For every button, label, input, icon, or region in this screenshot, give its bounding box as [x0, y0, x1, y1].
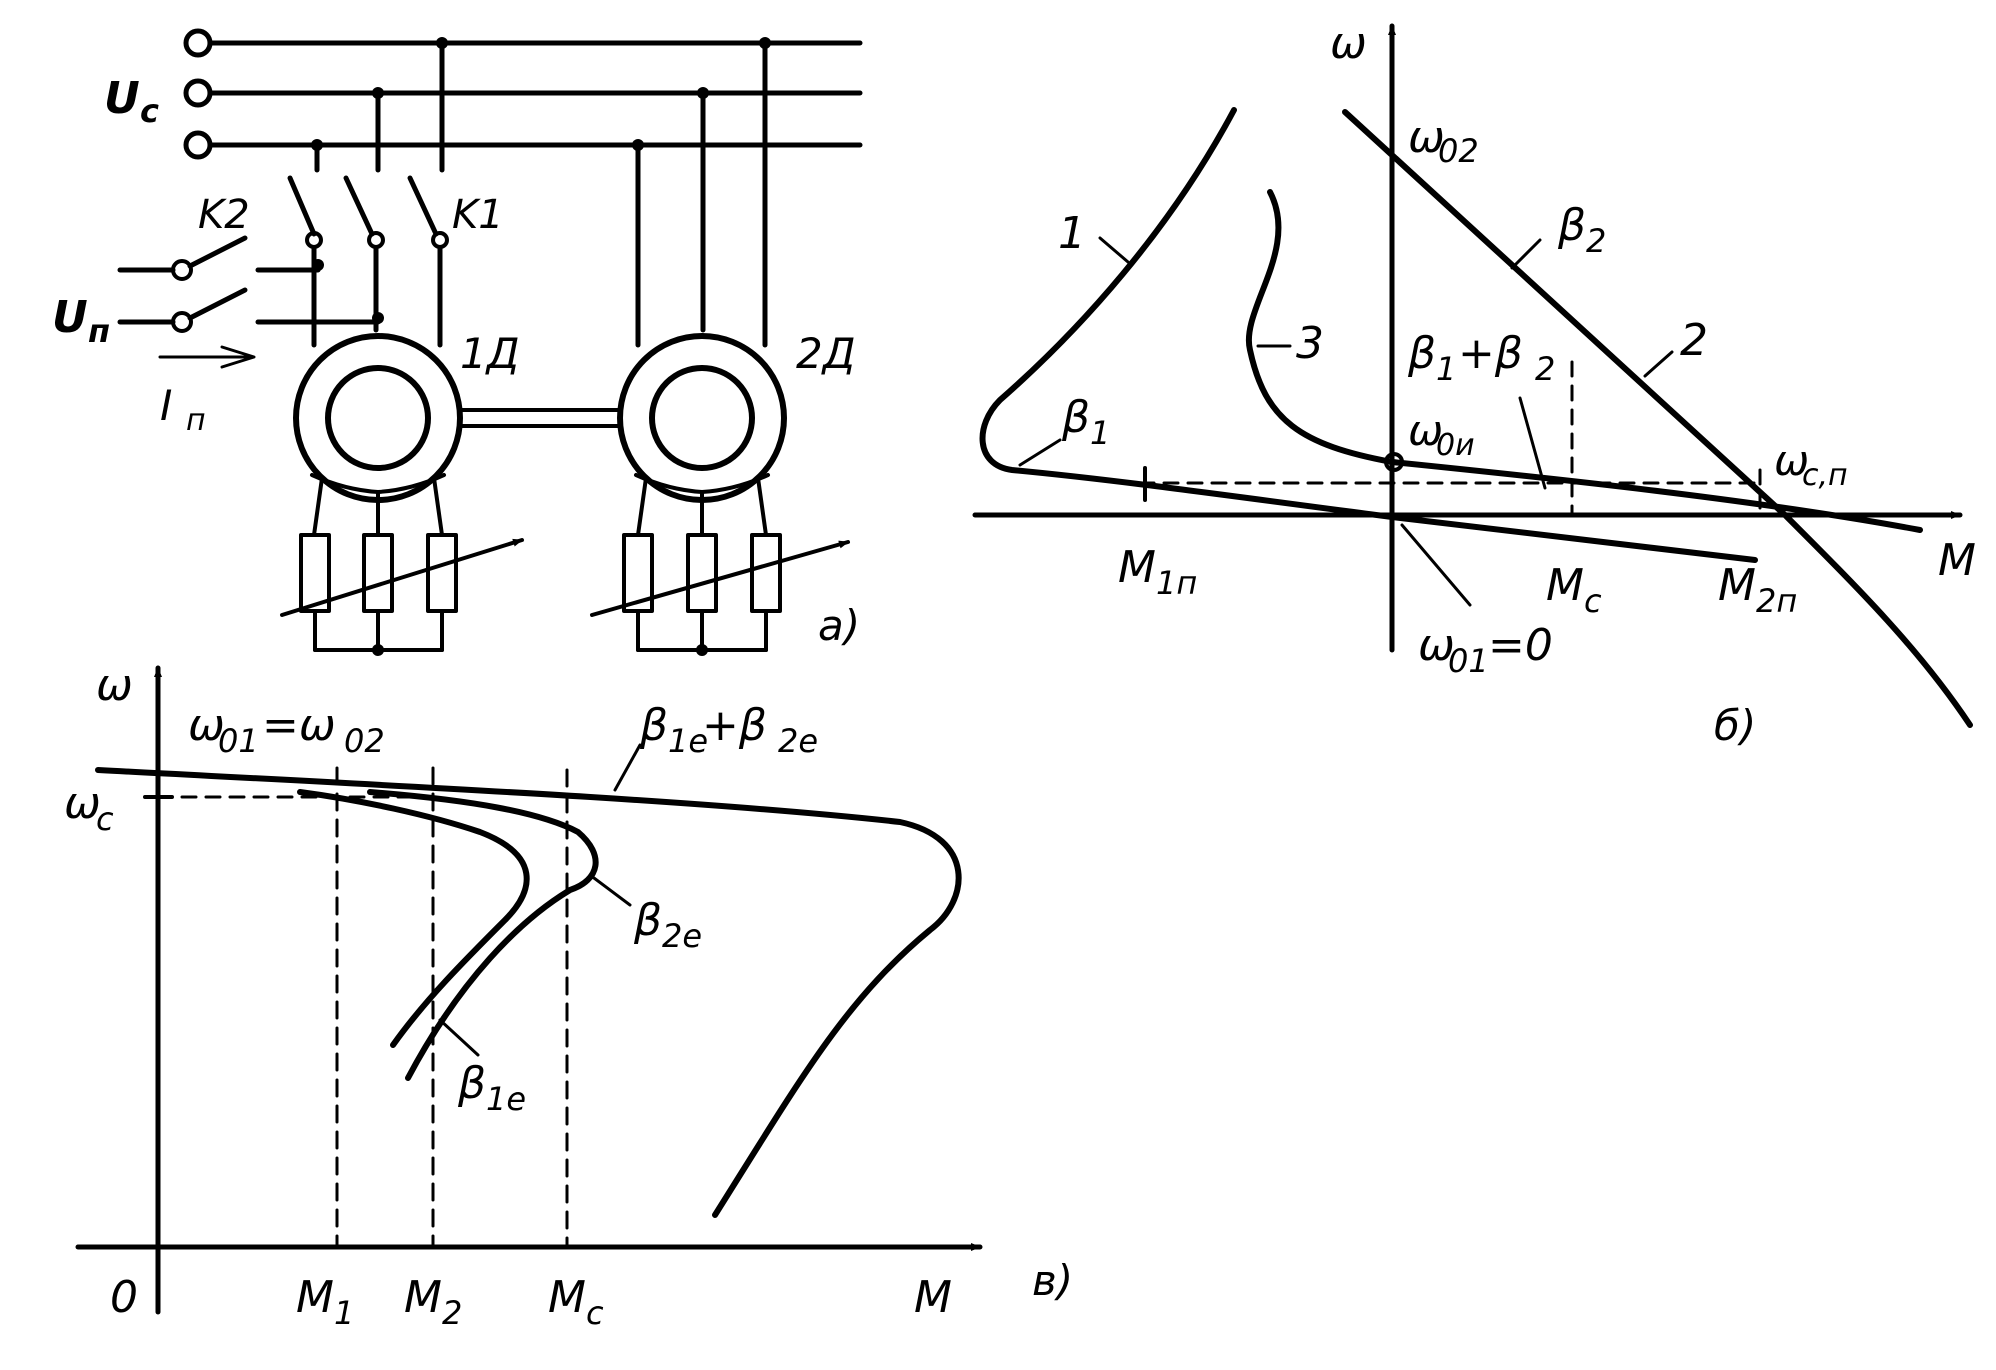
b-sum-sub-2: 2 — [1535, 350, 1555, 388]
c-mc-sub: c — [586, 1294, 604, 1332]
b-omega01-sub: 01 — [1448, 642, 1489, 680]
c-beta2e-label: β — [633, 895, 662, 946]
contactor-blades — [287, 175, 449, 249]
b-curve-1 — [979, 107, 1395, 520]
panel-a-caption: а) — [818, 601, 860, 650]
b-omega02-sub: 02 — [1438, 132, 1479, 170]
c-beta2e-curve — [367, 789, 599, 1081]
b-mc-sub: c — [1584, 582, 1602, 620]
b-omega0i-sub: 0и — [1436, 428, 1475, 463]
c-beta1e-curve — [297, 789, 530, 1048]
motor-1 — [280, 333, 524, 652]
c-omega-eq-sub-1: 01 — [218, 722, 259, 760]
motor-2 — [590, 333, 850, 652]
b-curve-2-label: 2 — [1680, 315, 1708, 366]
contactor-1-label: K1 — [452, 192, 504, 238]
b-beta1-label: β — [1061, 392, 1090, 443]
b-x-axis-label: M — [1938, 535, 1976, 586]
b-m2p-label: M — [1718, 560, 1756, 611]
b-omegacp-label: ω — [1774, 436, 1809, 485]
dc-supply — [117, 235, 381, 369]
circuit-diagram: U c K2 K1 U п I п 1Д 2Д а) — [52, 28, 863, 656]
c-beta1e-label: β — [457, 1058, 486, 1109]
c-sum-plus: +β — [702, 700, 767, 751]
c-sum-sub-2: 2e — [778, 722, 818, 760]
dc-supply-label-sub: п — [88, 312, 110, 350]
b-beta1-line — [1389, 514, 1758, 563]
shaft-coupling — [458, 408, 620, 428]
b-beta1-sub: 1 — [1090, 414, 1110, 452]
c-x-axis-label: M — [914, 1272, 952, 1323]
b-omega01-value: =0 — [1488, 620, 1553, 671]
dc-supply-label: U — [52, 292, 88, 343]
b-omega02-label: ω — [1408, 112, 1445, 163]
contactor-2-label: K2 — [198, 192, 250, 238]
c-y-axis-label: ω — [96, 660, 133, 711]
c-sum-sub-1: 1e — [668, 722, 708, 760]
dc-current-label: I — [160, 381, 172, 430]
c-omega-c-label: ω — [64, 778, 101, 829]
b-curve-3-label: 3 — [1296, 318, 1324, 369]
panel-b-characteristics: ω M ω 02 β 2 1 2 3 β 1 β 1 +β 2 ω 0и ω c… — [972, 18, 1976, 750]
b-m1p-label: M — [1118, 542, 1156, 593]
c-beta2e-sub: 2e — [662, 917, 702, 955]
b-mc-label: M — [1546, 560, 1584, 611]
c-origin-label: 0 — [110, 1272, 138, 1323]
c-mc-label: M — [548, 1272, 586, 1323]
b-leader-sum — [1518, 396, 1547, 490]
c-leader-sum — [613, 743, 642, 792]
c-m1-label: M — [296, 1272, 334, 1323]
b-beta2-sub: 2 — [1586, 222, 1606, 260]
supply-label: U — [104, 73, 140, 124]
b-m1p-sub: 1п — [1156, 564, 1197, 602]
c-caption: в) — [1032, 1256, 1073, 1305]
supply-terminals — [183, 28, 213, 160]
b-omega0i-label: ω — [1408, 406, 1443, 455]
c-sum-label: β — [639, 700, 668, 751]
b-line-2 — [1342, 109, 1973, 728]
c-sum-curve — [95, 767, 962, 1218]
b-leader-2 — [1643, 350, 1674, 378]
b-leader-1 — [1098, 236, 1130, 264]
b-m2p-sub: 2п — [1756, 582, 1797, 620]
b-sum-label: β — [1407, 328, 1436, 379]
b-leader-beta2 — [1510, 238, 1542, 270]
b-beta2-label: β — [1557, 200, 1586, 251]
b-leader-omega01 — [1400, 523, 1472, 607]
panel-c-characteristics: ω M 0 ω 01 =ω 02 ω c β 1e +β 2e β 2e β 1… — [64, 660, 1073, 1332]
c-omega-c-sub: c — [96, 800, 114, 838]
c-omega-eq-sub-2: 02 — [344, 722, 385, 760]
b-y-axis-label: ω — [1330, 18, 1367, 69]
b-omegacp-sub: c,п — [1802, 458, 1848, 493]
b-curve-3 — [1245, 189, 1923, 533]
c-omega-eq-label: ω — [188, 700, 225, 751]
supply-label-sub: c — [140, 92, 159, 130]
motor-1-label: 1Д — [460, 329, 520, 378]
c-beta1e-sub: 1e — [486, 1080, 526, 1118]
b-sum-sub-1: 1 — [1436, 350, 1456, 388]
c-leader-beta2e — [588, 873, 632, 907]
c-omega-eq-mid: =ω — [262, 700, 336, 751]
c-m2-sub: 2 — [442, 1294, 462, 1332]
b-omega01-label: ω — [1418, 620, 1455, 671]
c-m2-label: M — [404, 1272, 442, 1323]
b-curve-1-label: 1 — [1058, 208, 1086, 259]
b-sum-plus: +β — [1458, 328, 1523, 379]
c-leader-beta1e — [438, 1018, 480, 1057]
c-m1-sub: 1 — [334, 1294, 354, 1332]
b-omega0i-point — [1384, 452, 1404, 472]
b-caption: б) — [1714, 701, 1756, 750]
motor-2-label: 2Д — [796, 329, 856, 378]
b-leader-beta1 — [1018, 438, 1062, 467]
dc-current-label-sub: п — [186, 403, 206, 438]
